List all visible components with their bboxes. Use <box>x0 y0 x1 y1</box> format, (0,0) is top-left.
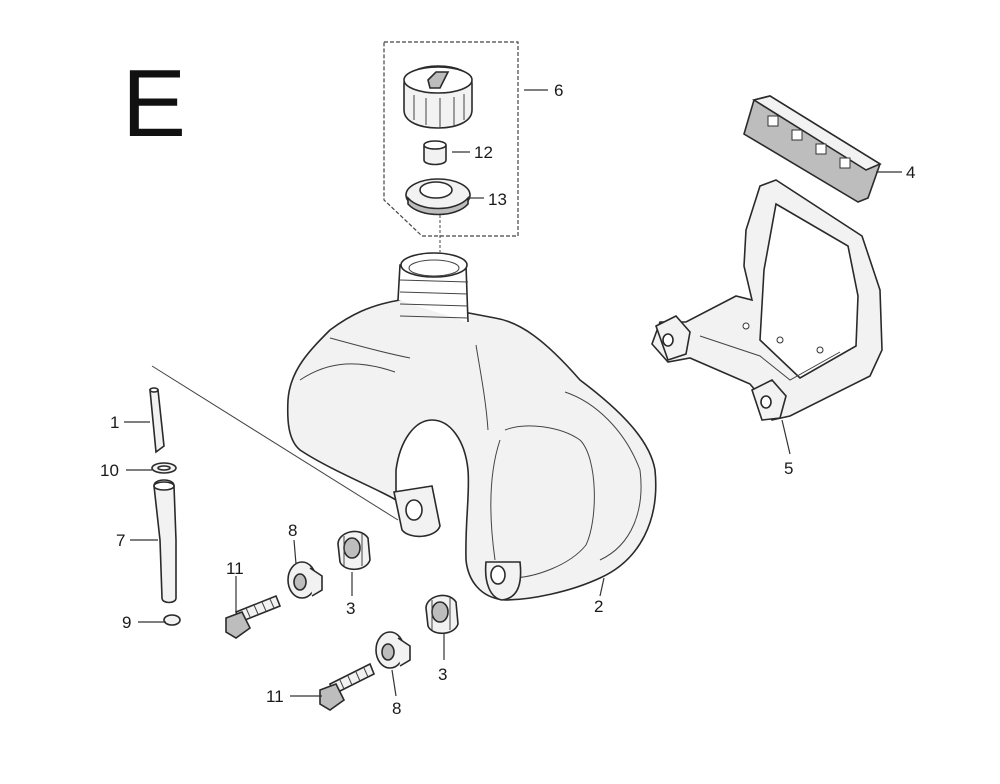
callout-8-upper: 8 <box>288 521 297 540</box>
assembly-leader-line <box>151 365 399 521</box>
section-letter: E <box>122 50 186 157</box>
fuel-hose-part <box>153 479 177 604</box>
clip-9-part <box>163 614 181 626</box>
callout-10: 10 <box>100 461 119 480</box>
callout-4: 4 <box>906 163 915 182</box>
callout-8-lower: 8 <box>392 699 401 718</box>
callout-11-upper: 11 <box>226 559 244 578</box>
drain-fitting-part <box>149 387 165 454</box>
callout-5: 5 <box>784 459 793 478</box>
grommet-3a-part <box>337 530 371 571</box>
callout-12: 12 <box>474 143 493 162</box>
bolt-11a-part <box>225 594 282 639</box>
collar-8b-part <box>375 631 411 669</box>
callout-1: 1 <box>110 413 119 432</box>
cap-filter-part <box>423 140 447 166</box>
rubber-pad-part <box>743 95 882 203</box>
callout-9: 9 <box>122 613 131 632</box>
tank-bracket-part <box>651 179 883 421</box>
callout-6: 6 <box>554 81 563 100</box>
callout-3-upper: 3 <box>346 599 355 618</box>
callout-7: 7 <box>116 531 125 550</box>
fuel-cap-part <box>403 65 473 129</box>
callout-3-lower: 3 <box>438 665 447 684</box>
bolt-11b-part <box>319 662 376 711</box>
leader-lines <box>124 89 902 697</box>
cap-gasket-part <box>405 178 471 216</box>
callout-13: 13 <box>488 190 507 209</box>
cap-assembly-group-box <box>383 41 519 252</box>
fuel-tank-part <box>286 252 657 601</box>
grommet-3b-part <box>425 594 459 635</box>
clip-10-part <box>151 462 177 474</box>
callout-11-lower: 11 <box>266 687 284 706</box>
collar-8a-part <box>287 561 323 599</box>
callout-2: 2 <box>594 597 603 616</box>
